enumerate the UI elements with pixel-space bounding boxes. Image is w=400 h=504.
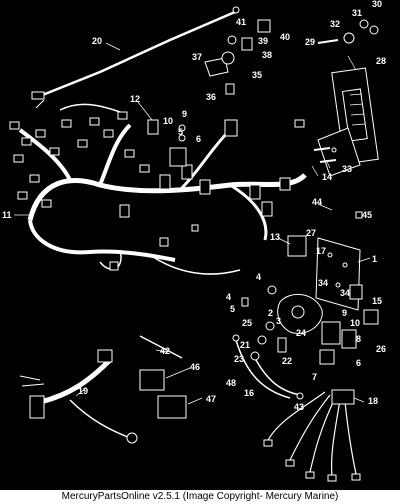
callout-29: 29 bbox=[305, 37, 315, 47]
callout-24: 24 bbox=[296, 328, 306, 338]
callout-3: 3 bbox=[276, 316, 281, 326]
callout-12: 12 bbox=[130, 94, 140, 104]
callout-33: 33 bbox=[342, 164, 352, 174]
callout-6: 6 bbox=[196, 134, 201, 144]
callout-25: 25 bbox=[242, 318, 252, 328]
connector-46[interactable] bbox=[139, 369, 165, 391]
sensor-parts[interactable] bbox=[147, 19, 271, 167]
callout-35: 35 bbox=[252, 70, 262, 80]
callout-1: 1 bbox=[372, 254, 377, 264]
callout-6b: 6 bbox=[356, 358, 361, 368]
harness-connectors bbox=[9, 111, 305, 271]
callout-38: 38 bbox=[262, 50, 272, 60]
callout-17: 17 bbox=[316, 246, 326, 256]
callout-34b: 34 bbox=[340, 288, 350, 298]
fuse-parts[interactable] bbox=[241, 211, 363, 361]
callout-10: 10 bbox=[163, 116, 173, 126]
callout-20: 20 bbox=[92, 36, 102, 46]
copyright-footer: MercuryPartsOnline v2.5.1 (Image Copyrig… bbox=[0, 490, 400, 504]
adapter-harness[interactable] bbox=[19, 349, 138, 444]
main-wiring-harness[interactable] bbox=[9, 103, 307, 275]
callout-10b: 10 bbox=[350, 318, 360, 328]
callout-19: 19 bbox=[78, 386, 88, 396]
cable-tie-42[interactable] bbox=[139, 335, 183, 359]
callout-41: 41 bbox=[236, 17, 246, 27]
callout-27: 27 bbox=[306, 228, 316, 238]
callout-30: 30 bbox=[372, 0, 382, 9]
callout-42: 42 bbox=[160, 346, 170, 356]
callout-37: 37 bbox=[192, 52, 202, 62]
terminal-board[interactable] bbox=[315, 237, 361, 311]
callout-44: 44 bbox=[312, 197, 322, 207]
ground-strap[interactable] bbox=[232, 334, 304, 400]
callout-46: 46 bbox=[190, 362, 200, 372]
callout-11: 11 bbox=[2, 210, 12, 220]
callout-4b: 4 bbox=[226, 292, 231, 302]
callout-45: 45 bbox=[362, 210, 372, 220]
callout-48: 48 bbox=[226, 378, 236, 388]
callout-16: 16 bbox=[244, 388, 254, 398]
callout-36: 36 bbox=[206, 92, 216, 102]
callout-43: 43 bbox=[294, 402, 304, 412]
callout-28: 28 bbox=[376, 56, 386, 66]
callout-9b: 9 bbox=[342, 308, 347, 318]
callout-40: 40 bbox=[280, 32, 290, 42]
connector-47[interactable] bbox=[157, 395, 187, 419]
ecm-bracket[interactable] bbox=[317, 127, 361, 177]
callout-8: 8 bbox=[356, 334, 361, 344]
callout-5b: 5 bbox=[230, 304, 235, 314]
relay-cluster[interactable] bbox=[319, 284, 379, 365]
callout-labels: 20 11 12 41 39 40 38 37 35 36 29 32 31 3… bbox=[2, 0, 386, 412]
callout-14: 14 bbox=[322, 172, 332, 182]
callout-18: 18 bbox=[368, 396, 378, 406]
mounting-hardware-top[interactable] bbox=[313, 19, 379, 163]
callout-5: 5 bbox=[178, 127, 183, 137]
callout-9: 9 bbox=[182, 109, 187, 119]
throttle-cable[interactable] bbox=[31, 6, 240, 109]
callout-31: 31 bbox=[352, 8, 362, 18]
starter-solenoid[interactable] bbox=[277, 294, 323, 334]
callout-4a: 4 bbox=[256, 272, 261, 282]
callout-34a: 34 bbox=[318, 278, 328, 288]
solenoid-13[interactable] bbox=[287, 235, 307, 257]
callout-7: 7 bbox=[312, 372, 317, 382]
callout-22: 22 bbox=[282, 356, 292, 366]
callout-21: 21 bbox=[240, 340, 250, 350]
callout-2: 2 bbox=[268, 308, 273, 318]
callout-15: 15 bbox=[372, 296, 382, 306]
callout-26: 26 bbox=[376, 344, 386, 354]
leader-lines bbox=[14, 42, 371, 405]
callout-13: 13 bbox=[270, 232, 280, 242]
callout-23: 23 bbox=[234, 354, 244, 364]
callout-32: 32 bbox=[330, 19, 340, 29]
lower-harness[interactable] bbox=[263, 389, 361, 482]
callout-47: 47 bbox=[206, 394, 216, 404]
callout-39: 39 bbox=[258, 36, 268, 46]
